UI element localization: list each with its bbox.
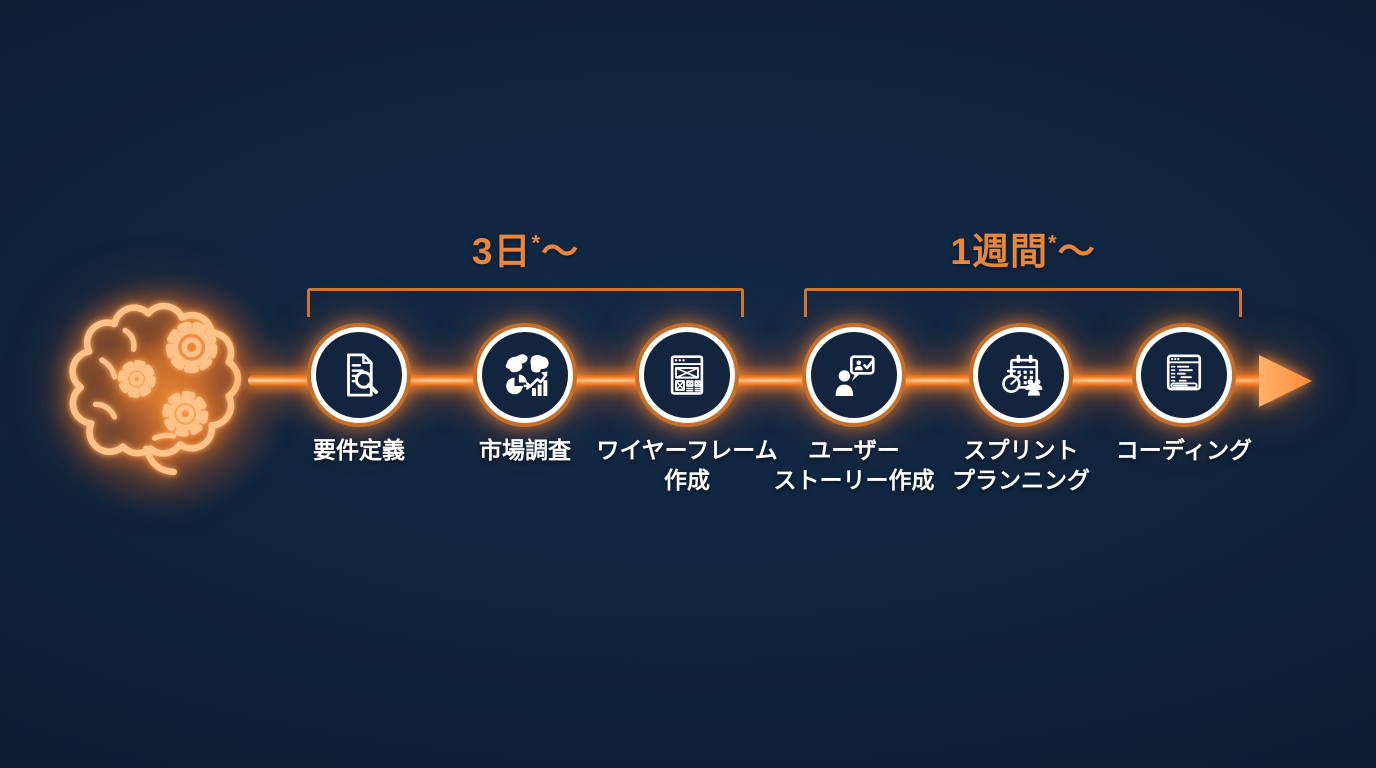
step-label: ユーザー ストーリー作成 xyxy=(773,437,935,494)
user-story-icon xyxy=(835,355,875,396)
duration-tilde: 〜 xyxy=(541,231,580,272)
step-node-user-story: ユーザー ストーリー作成 xyxy=(736,327,972,496)
gear-icon xyxy=(162,390,209,437)
duration-tilde: 〜 xyxy=(1057,231,1096,272)
step-circle xyxy=(311,327,407,423)
step-label: 要件定義 xyxy=(313,437,405,463)
phase-group-2: 1週間*〜 xyxy=(804,221,1242,317)
duration-value: 1週間 xyxy=(950,231,1048,272)
arrow-right-icon xyxy=(1259,355,1312,407)
step-node-coding: コーディング xyxy=(1066,327,1302,465)
step-label: スプリント プランニング xyxy=(952,437,1090,494)
wireframe-icon xyxy=(670,355,704,395)
step-node-market-research: 市場調査 xyxy=(407,327,643,465)
bracket-line xyxy=(804,288,1242,317)
coding-icon xyxy=(1166,354,1202,391)
phase-group-1: 3日*〜 xyxy=(307,221,744,317)
document-search-icon xyxy=(347,353,378,397)
phase-duration-label: 3日*〜 xyxy=(307,221,744,275)
bracket-line xyxy=(307,288,744,317)
step-label: コーディング xyxy=(1115,437,1253,463)
market-research-icon xyxy=(505,354,549,396)
step-node-wireframe: ワイヤーフレーム 作成 xyxy=(569,327,805,496)
sprint-planning-icon xyxy=(1002,354,1043,396)
gear-icon xyxy=(165,321,218,374)
duration-asterisk: * xyxy=(531,230,542,256)
step-circle xyxy=(477,327,573,423)
gear-icon xyxy=(117,359,156,398)
step-node-requirements: 要件定義 xyxy=(241,327,477,465)
duration-asterisk: * xyxy=(1048,230,1058,256)
step-label: 市場調査 xyxy=(479,437,571,463)
duration-value: 3日 xyxy=(471,231,532,272)
step-node-sprint-planning: スプリント プランニング xyxy=(903,327,1139,496)
step-circle xyxy=(1136,327,1232,423)
step-circle xyxy=(639,327,735,423)
step-circle xyxy=(806,327,902,423)
brain-gears-icon xyxy=(69,302,242,476)
step-label: ワイヤーフレーム 作成 xyxy=(596,437,778,494)
phase-duration-label: 1週間*〜 xyxy=(804,221,1242,275)
step-circle xyxy=(973,327,1069,423)
